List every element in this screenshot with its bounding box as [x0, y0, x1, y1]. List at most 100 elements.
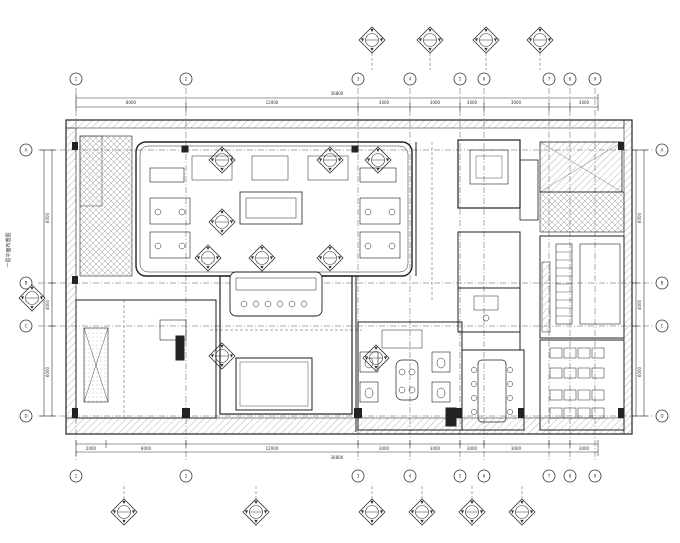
- grid-bubbles-top: 1 2 3 4 5 6 7 8 9: [69, 72, 602, 86]
- svg-text:A: A: [661, 148, 664, 153]
- dim-right-1: 6000: [637, 212, 642, 223]
- grid-bubble: D: [655, 409, 669, 423]
- grid-bubble: B: [19, 276, 33, 290]
- reception-bar: [210, 271, 362, 415]
- svg-text:9: 9: [594, 474, 597, 479]
- dim-right-2: 4000: [637, 299, 642, 310]
- dim-right-3: 6000: [637, 366, 642, 377]
- dim-bottom-5: 3000: [430, 446, 441, 451]
- svg-text:A: A: [25, 148, 28, 153]
- grid-bubble: 9: [588, 469, 602, 483]
- grid-bubble: 5: [453, 72, 467, 86]
- grid-bubble: 6: [477, 469, 491, 483]
- grid-bubbles-left: A B C D: [19, 143, 33, 423]
- elevation-marker-icon: [242, 484, 270, 526]
- dimension-chain-top: [75, 94, 599, 111]
- grid-bubble: 8: [563, 469, 577, 483]
- svg-text:B: B: [25, 281, 28, 286]
- grid-bubble: 8: [563, 72, 577, 86]
- dimension-chain-bottom: [75, 440, 599, 456]
- open-office: [539, 339, 625, 431]
- grid-bubble: 5: [453, 469, 467, 483]
- grid-bubble: D: [19, 409, 33, 423]
- svg-text:5: 5: [459, 77, 462, 82]
- grid-bubbles-right: A B C D: [655, 143, 669, 423]
- grid-bubble: 6: [477, 72, 491, 86]
- corridor: [355, 142, 433, 432]
- dim-left-2: 4000: [45, 299, 50, 310]
- dim-bottom-total: 36800: [331, 455, 344, 460]
- grid-bubble: 3: [351, 469, 365, 483]
- svg-text:7: 7: [548, 77, 551, 82]
- grid-bubble: 2: [179, 469, 193, 483]
- svg-text:1: 1: [75, 474, 78, 479]
- elevation-marker-icon: [208, 146, 236, 174]
- grid-bubble: C: [655, 319, 669, 333]
- stair-core: [539, 235, 625, 339]
- elevation-marker-icon: [408, 484, 436, 526]
- elevation-marker-icon: [526, 26, 554, 70]
- elevation-marker-icon: [208, 208, 236, 236]
- dim-top-5: 3000: [467, 100, 478, 105]
- svg-text:8: 8: [569, 474, 572, 479]
- svg-text:2: 2: [185, 77, 188, 82]
- dim-bottom-3: 12000: [266, 446, 279, 451]
- svg-text:4: 4: [409, 77, 412, 82]
- dim-top-7: 3000: [579, 100, 590, 105]
- grid-bubble: C: [19, 319, 33, 333]
- grid-bubbles-bottom: 1 2 3 4 5 6 7 8 9: [69, 469, 602, 483]
- grid-bubble: 1: [69, 469, 83, 483]
- dimension-labels: 36800 8000 12000 3000 3000 3000 3000 300…: [45, 91, 642, 460]
- dim-top-2: 12000: [266, 100, 279, 105]
- svg-text:3: 3: [357, 77, 360, 82]
- svg-text:3: 3: [357, 474, 360, 479]
- svg-text:2: 2: [185, 474, 188, 479]
- elevation-marker-icon: [508, 484, 536, 526]
- elevation-marker-icon: [316, 146, 344, 174]
- grid-bubble: 7: [542, 72, 556, 86]
- dim-left-1: 6000: [45, 212, 50, 223]
- dim-top-total: 36800: [331, 91, 344, 96]
- svg-text:5: 5: [459, 474, 462, 479]
- dim-top-4: 3000: [430, 100, 441, 105]
- dim-bottom-4: 3000: [379, 446, 390, 451]
- svg-text:6: 6: [483, 77, 486, 82]
- dim-top-6: 3000: [511, 100, 522, 105]
- elevation-marker-icon: [208, 342, 236, 370]
- elevation-marker-icon: [316, 244, 344, 272]
- dim-bottom-8: 3000: [579, 446, 590, 451]
- svg-text:C: C: [25, 324, 28, 329]
- main-lounge: [135, 141, 413, 277]
- grid-bubble: 9: [588, 72, 602, 86]
- svg-text:C: C: [661, 324, 664, 329]
- elevation-marker-icon: [364, 146, 392, 174]
- grid-bubble: 4: [403, 72, 417, 86]
- elevation-marker-icon: [110, 484, 138, 526]
- grid-bubble: 2: [179, 72, 193, 86]
- svg-text:1: 1: [75, 77, 78, 82]
- meeting-room: [461, 349, 525, 431]
- dimension-chain-right: [632, 149, 648, 417]
- svg-text:6: 6: [483, 474, 486, 479]
- svg-text:9: 9: [594, 77, 597, 82]
- elevation-marker-icon: [416, 26, 444, 70]
- dim-left-3: 6000: [45, 366, 50, 377]
- elevation-marker-icon: [358, 484, 386, 526]
- svg-text:D: D: [660, 414, 663, 419]
- grid-bubble: B: [655, 276, 669, 290]
- dim-bottom-1: 2000: [86, 446, 97, 451]
- svg-text:4: 4: [409, 474, 412, 479]
- grid-bubble: 1: [69, 72, 83, 86]
- grid-bubble: A: [655, 143, 669, 157]
- left-terrace: [79, 135, 133, 277]
- svg-text:D: D: [24, 414, 27, 419]
- west-rooms: [75, 299, 217, 419]
- offices: [457, 231, 521, 350]
- grid-bubble: A: [19, 143, 33, 157]
- grid-bubble: 7: [542, 469, 556, 483]
- svg-text:B: B: [661, 281, 664, 286]
- dim-top-1: 8000: [126, 100, 137, 105]
- drawing-title: 一层平面布置图: [5, 232, 12, 267]
- elevation-marker-icon: [18, 284, 46, 312]
